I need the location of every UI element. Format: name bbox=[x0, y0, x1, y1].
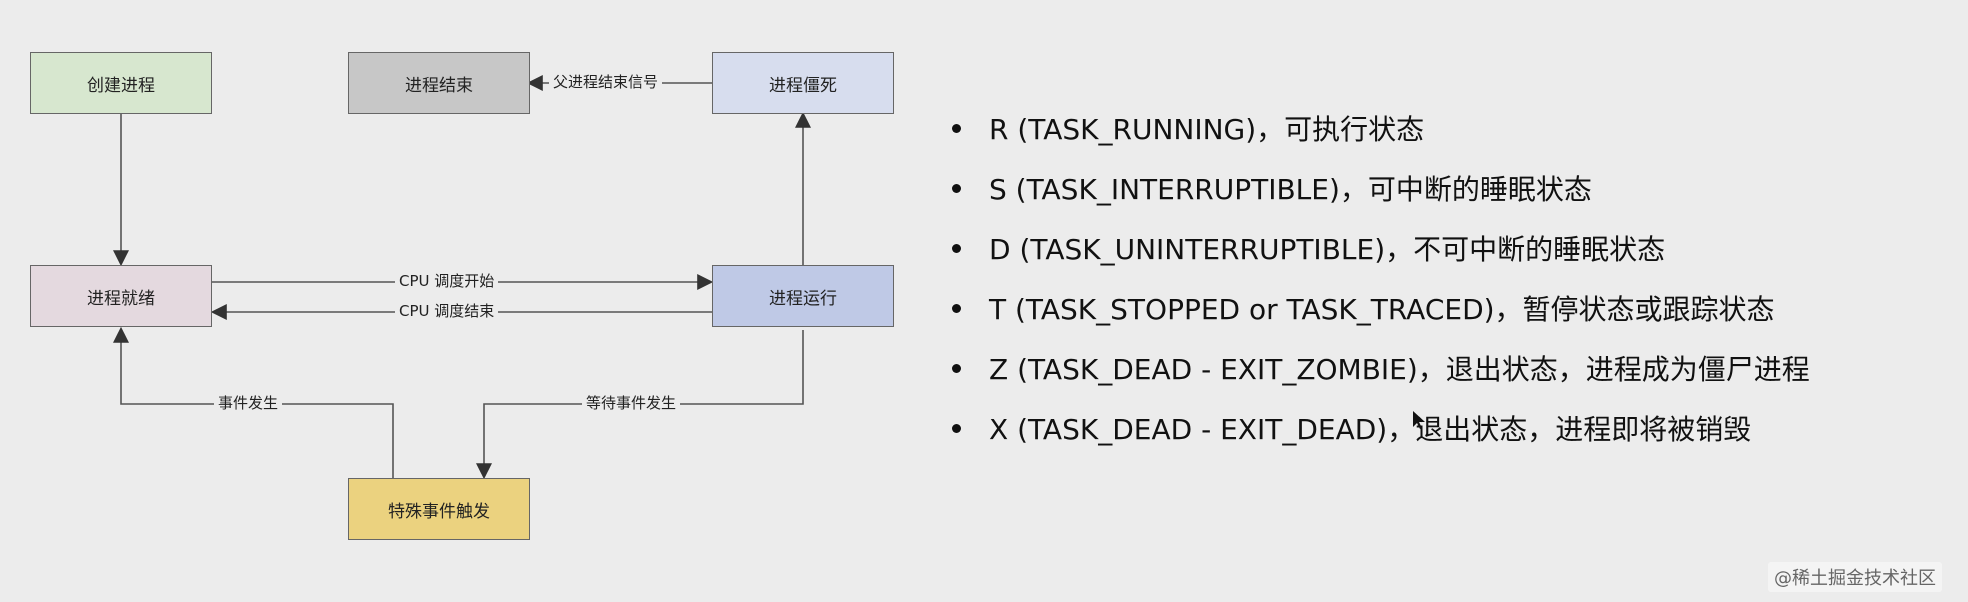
bullet-icon bbox=[952, 183, 961, 193]
node-special-event: 特殊事件触发 bbox=[348, 478, 530, 540]
cursor-icon bbox=[1413, 411, 1425, 429]
list-item: X (TASK_DEAD - EXIT_DEAD)，退出状态，进程即将被销毁 bbox=[940, 398, 1950, 458]
list-item-text: Z (TASK_DEAD - EXIT_ZOMBIE)，退出状态，进程成为僵尸进… bbox=[989, 353, 1810, 386]
list-item-text: R (TASK_RUNNING)，可执行状态 bbox=[989, 113, 1425, 146]
bullet-icon bbox=[952, 363, 961, 373]
bullet-icon bbox=[952, 423, 961, 433]
list-item: S (TASK_INTERRUPTIBLE)，可中断的睡眠状态 bbox=[940, 158, 1950, 218]
edge-label-parent-signal: 父进程结束信号 bbox=[549, 73, 663, 91]
bullet-icon bbox=[952, 303, 961, 313]
list-item: Z (TASK_DEAD - EXIT_ZOMBIE)，退出状态，进程成为僵尸进… bbox=[940, 338, 1950, 398]
node-process-ready: 进程就绪 bbox=[30, 265, 212, 327]
node-process-zombie-label: 进程僵死 bbox=[769, 75, 837, 96]
list-item: R (TASK_RUNNING)，可执行状态 bbox=[940, 98, 1950, 158]
edge-label-cpu-start: CPU 调度开始 bbox=[395, 272, 499, 290]
list-item-text: X (TASK_DEAD - EXIT_DEAD)，退出状态，进程即将被销毁 bbox=[989, 413, 1752, 446]
list-item: D (TASK_UNINTERRUPTIBLE)，不可中断的睡眠状态 bbox=[940, 218, 1950, 278]
bullet-icon bbox=[952, 123, 961, 133]
list-item: T (TASK_STOPPED or TASK_TRACED)，暂停状态或跟踪状… bbox=[940, 278, 1950, 338]
node-process-exit-label: 进程结束 bbox=[405, 75, 473, 96]
node-process-ready-label: 进程就绪 bbox=[87, 288, 155, 309]
node-process-zombie: 进程僵死 bbox=[712, 52, 894, 114]
site-watermark: @稀土掘金技术社区 bbox=[1768, 562, 1942, 592]
node-process-exit: 进程结束 bbox=[348, 52, 530, 114]
node-process-running-label: 进程运行 bbox=[769, 288, 837, 309]
task-state-list: R (TASK_RUNNING)，可执行状态 S (TASK_INTERRUPT… bbox=[940, 98, 1950, 458]
node-special-event-label: 特殊事件触发 bbox=[388, 501, 490, 522]
list-item-text: S (TASK_INTERRUPTIBLE)，可中断的睡眠状态 bbox=[989, 173, 1592, 206]
node-create-process-label: 创建进程 bbox=[87, 75, 155, 96]
list-item-text: T (TASK_STOPPED or TASK_TRACED)，暂停状态或跟踪状… bbox=[989, 293, 1775, 326]
edge-label-wait-event: 等待事件发生 bbox=[582, 394, 681, 412]
node-process-running: 进程运行 bbox=[712, 265, 894, 327]
node-create-process: 创建进程 bbox=[30, 52, 212, 114]
bullet-icon bbox=[952, 243, 961, 253]
task-state-bullets: R (TASK_RUNNING)，可执行状态 S (TASK_INTERRUPT… bbox=[940, 98, 1950, 458]
edge-label-cpu-end: CPU 调度结束 bbox=[395, 302, 499, 320]
process-state-diagram: 创建进程 进程结束 进程僵死 进程就绪 进程运行 特殊事件触发 父进程结束信号 … bbox=[0, 0, 900, 560]
list-item-text: D (TASK_UNINTERRUPTIBLE)，不可中断的睡眠状态 bbox=[989, 233, 1666, 266]
edge-label-event-happen: 事件发生 bbox=[214, 394, 283, 412]
